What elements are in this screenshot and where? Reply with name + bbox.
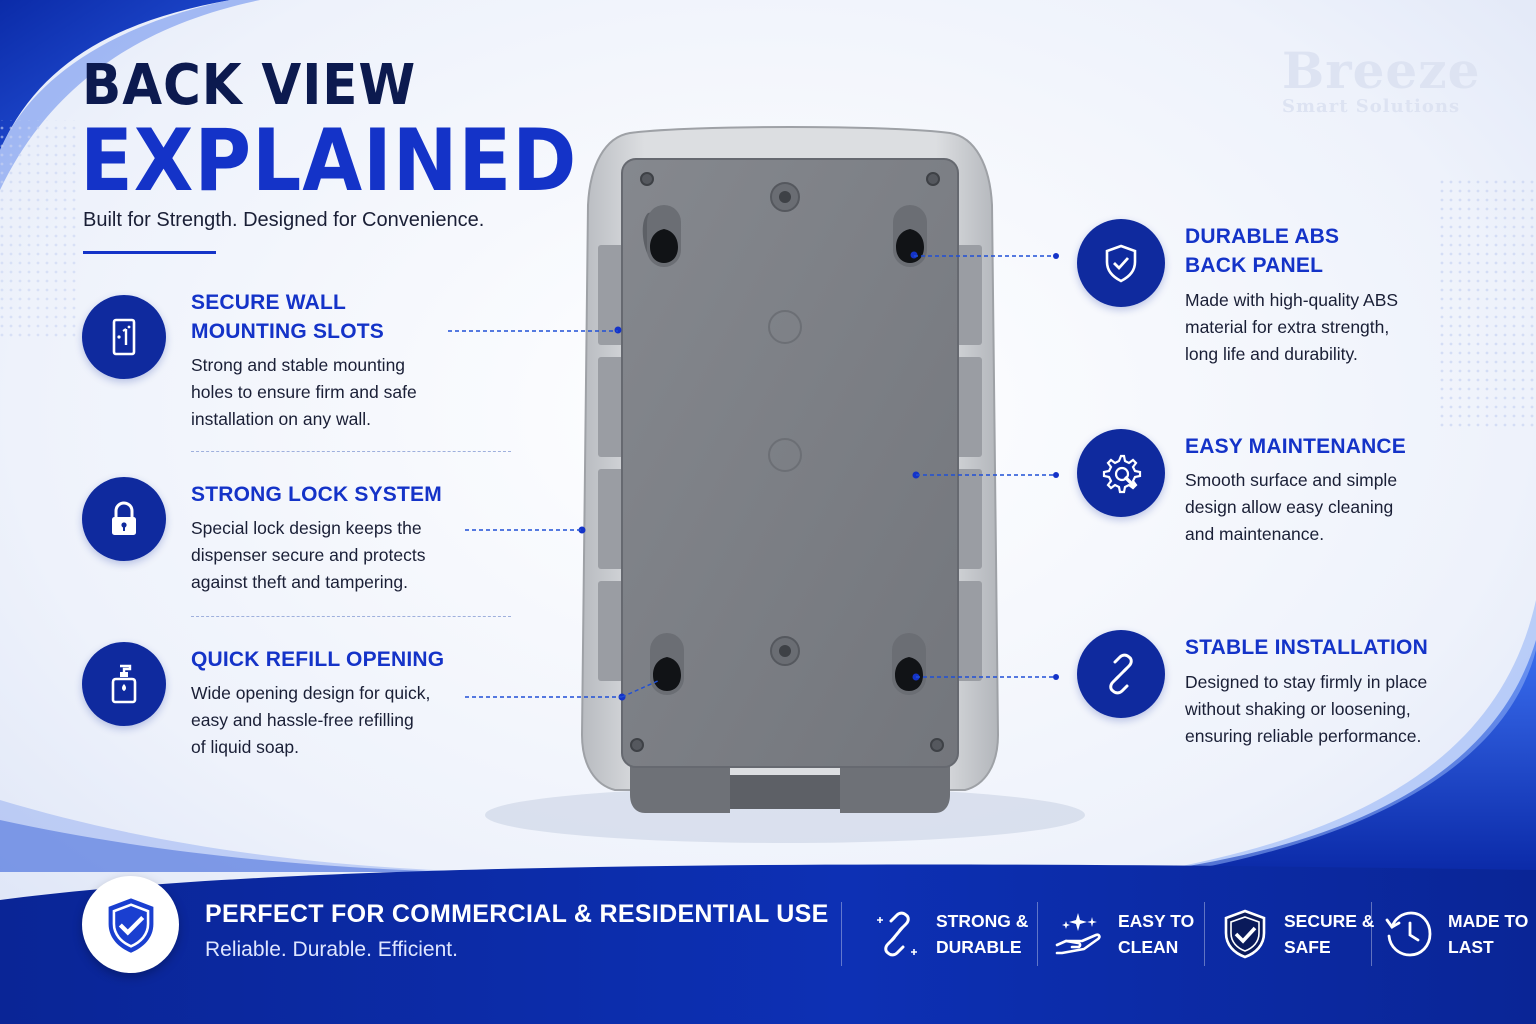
feature-divider: [191, 616, 511, 617]
shield-check-icon: [82, 876, 179, 973]
chain-link-icon: [1077, 630, 1165, 718]
page-title-line1: BACK VIEW: [82, 53, 417, 118]
benefit-separator: [1371, 902, 1372, 966]
wall-mount-icon: [82, 295, 166, 379]
benefit-label: SECURE & SAFE: [1284, 911, 1375, 957]
hand-sparkle-icon: [1055, 913, 1101, 955]
feature-desc-refill: Wide opening design for quick, easy and …: [191, 683, 431, 757]
benefit-strong-durable: STRONG & DURABLE: [870, 902, 1028, 966]
brand-name: Breeze: [1282, 41, 1481, 100]
benefit-made-to-last: MADE TO LAST: [1382, 902, 1528, 966]
brand-tagline: Smart Solutions: [1282, 96, 1461, 117]
benefit-separator: [1037, 902, 1038, 966]
feature-desc-abs: Made with high-quality ABS material for …: [1185, 290, 1399, 364]
feature-desc-mounting: Strong and stable mounting holes to ensu…: [191, 355, 417, 429]
chain-link-icon: [877, 911, 917, 957]
feature-title-mounting: SECURE WALL MOUNTING SLOTS: [191, 291, 384, 343]
clock-icon: [1385, 911, 1432, 957]
soap-bottle-icon: [82, 642, 166, 726]
feature-title-abs: DURABLE ABS BACK PANEL: [1185, 225, 1340, 277]
benefit-separator: [841, 902, 842, 966]
benefit-easy-clean: EASY TO CLEAN: [1052, 902, 1194, 966]
bottom-band: [0, 864, 1536, 1024]
benefit-label: MADE TO LAST: [1448, 911, 1529, 957]
title-underline: [83, 251, 216, 254]
brand-watermark: Breeze Smart Solutions: [1282, 44, 1502, 116]
feature-title-refill: QUICK REFILL OPENING: [191, 648, 445, 671]
feature-desc-maintenance: Smooth surface and simple design allow e…: [1185, 470, 1398, 544]
feature-desc-installation: Designed to stay firmly in place without…: [1185, 672, 1428, 746]
dispenser-back-panel: [578, 126, 1000, 813]
feature-title-installation: STABLE INSTALLATION: [1185, 636, 1428, 659]
shield-check-icon: [1077, 219, 1165, 307]
footer-title: PERFECT FOR COMMERCIAL & RESIDENTIAL USE: [205, 900, 829, 928]
shield-check-icon: [1224, 909, 1266, 959]
padlock-icon: [82, 477, 166, 561]
page-subtitle: Built for Strength. Designed for Conveni…: [83, 209, 485, 231]
benefit-separator: [1204, 902, 1205, 966]
benefit-label: STRONG & DURABLE: [936, 911, 1029, 957]
feature-divider: [191, 451, 511, 452]
feature-desc-lock: Special lock design keeps the dispenser …: [191, 518, 426, 592]
benefit-label: EASY TO CLEAN: [1118, 911, 1195, 957]
benefit-secure-safe: SECURE & SAFE: [1218, 902, 1374, 966]
gear-wrench-icon: [1077, 429, 1165, 517]
feature-title-lock: STRONG LOCK SYSTEM: [191, 483, 442, 506]
footer-subtitle: Reliable. Durable. Efficient.: [205, 938, 458, 961]
feature-title-maintenance: EASY MAINTENANCE: [1185, 435, 1407, 458]
page-title-line2: EXPLAINED: [80, 111, 578, 211]
